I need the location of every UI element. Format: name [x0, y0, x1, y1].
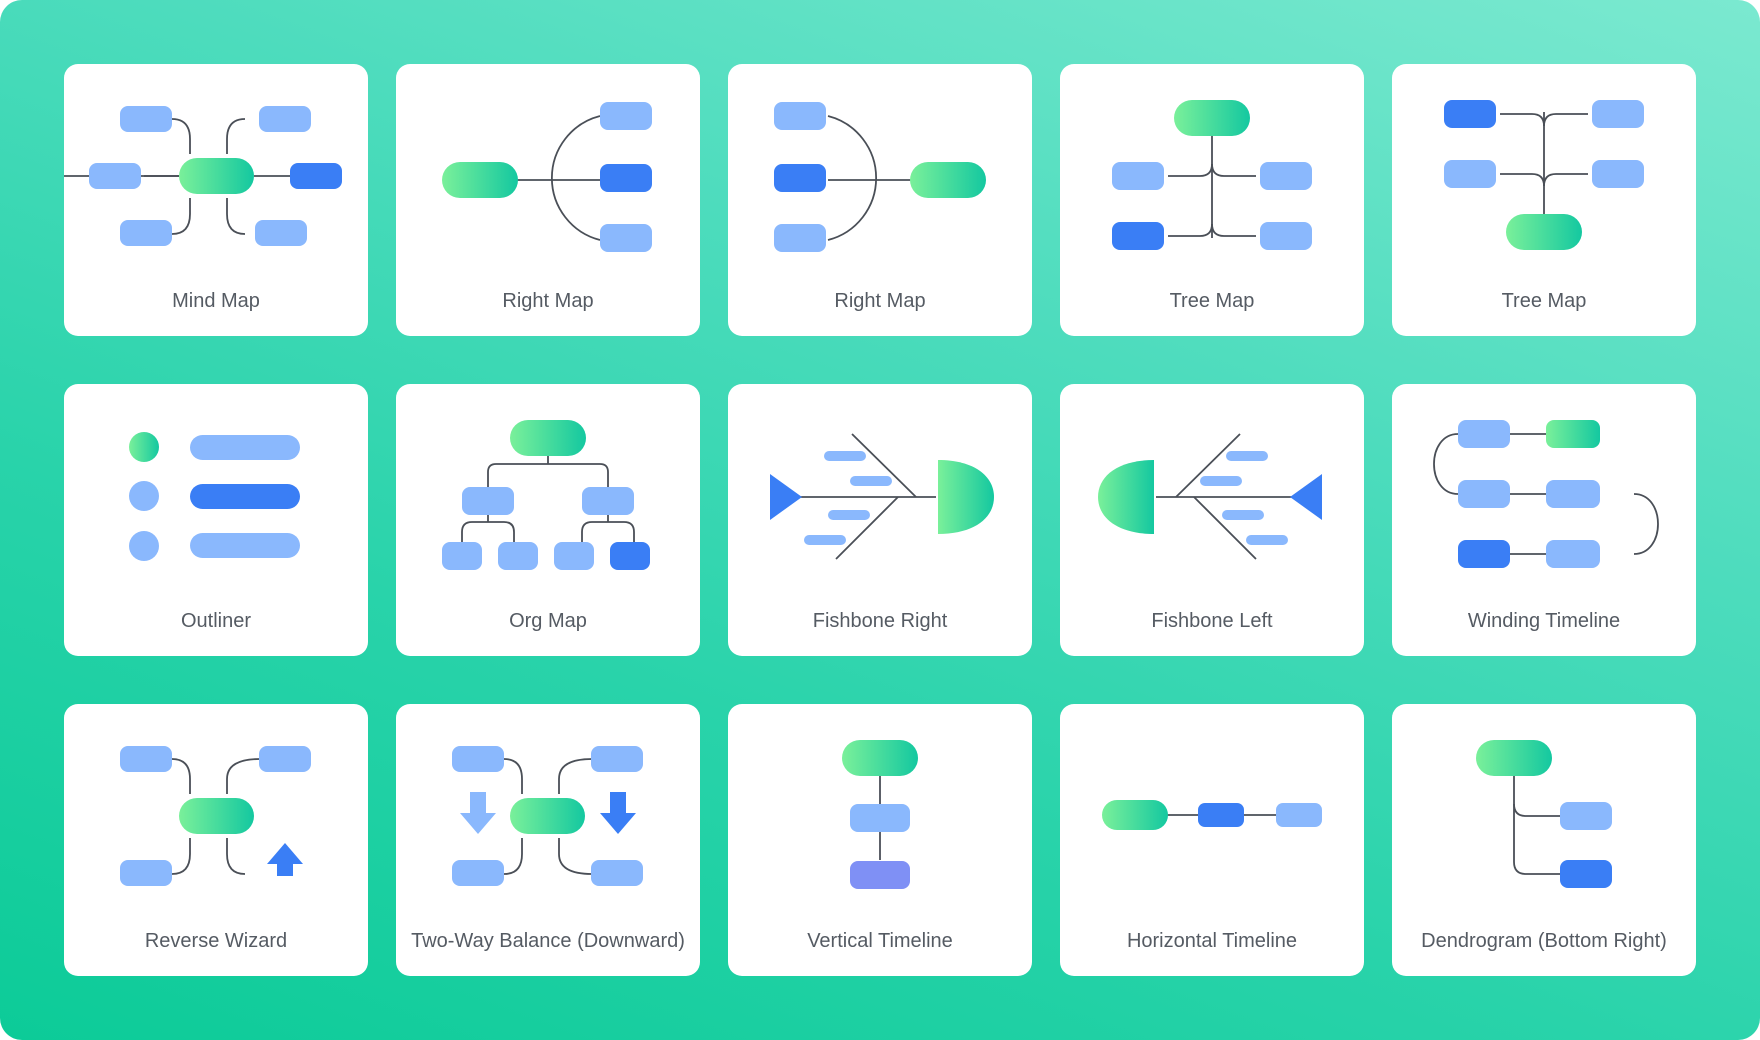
template-label: Mind Map — [172, 290, 260, 312]
two-way-balance-icon — [452, 746, 643, 886]
right-map-icon — [442, 102, 652, 252]
template-label: Fishbone Right — [812, 610, 948, 632]
template-card-right-map-2[interactable]: Right Map — [728, 64, 1032, 336]
tree-map-down-icon — [1112, 100, 1312, 250]
vertical-timeline-icon — [842, 740, 918, 889]
template-label: Tree Map — [1501, 290, 1587, 312]
template-label: Fishbone Left — [1151, 610, 1273, 632]
left-map-icon — [774, 102, 986, 252]
template-label: Two-Way Balance (Downward) — [411, 930, 685, 952]
template-card-dendrogram[interactable]: Dendrogram (Bottom Right) — [1392, 704, 1696, 976]
template-card-mind-map[interactable]: Mind Map — [64, 64, 368, 336]
outliner-icon — [129, 432, 300, 561]
template-card-tree-map[interactable]: Tree Map — [1060, 64, 1364, 336]
template-card-fishbone-left[interactable]: Fishbone Left — [1060, 384, 1364, 656]
template-label: Winding Timeline — [1467, 610, 1621, 632]
fishbone-right-icon — [770, 433, 994, 560]
tree-map-up-icon — [1444, 100, 1644, 250]
template-label: Outliner — [180, 610, 252, 632]
template-card-winding-timeline[interactable]: Winding Timeline — [1392, 384, 1696, 656]
reverse-wizard-icon — [120, 746, 311, 886]
template-card-vertical-timeline[interactable]: Vertical Timeline — [728, 704, 1032, 976]
org-map-icon — [442, 420, 650, 570]
template-label: Dendrogram (Bottom Right) — [1421, 930, 1667, 952]
template-label: Horizontal Timeline — [1126, 930, 1298, 952]
fishbone-left-icon — [1098, 433, 1322, 560]
template-label: Reverse Wizard — [144, 930, 288, 952]
template-card-org-map[interactable]: Org Map — [396, 384, 700, 656]
template-label: Tree Map — [1169, 290, 1255, 312]
template-card-tree-map-2[interactable]: Tree Map — [1392, 64, 1696, 336]
horizontal-timeline-icon — [1102, 800, 1322, 830]
dendrogram-icon — [1476, 740, 1612, 888]
template-label: Right Map — [502, 290, 594, 312]
template-card-two-way-balance[interactable]: Two-Way Balance (Downward) — [396, 704, 700, 976]
template-card-outliner[interactable]: Outliner — [64, 384, 368, 656]
template-label: Vertical Timeline — [807, 930, 953, 952]
mind-map-icon — [64, 106, 342, 246]
template-label: Right Map — [834, 290, 926, 312]
winding-timeline-icon — [1433, 420, 1659, 568]
template-card-right-map[interactable]: Right Map — [396, 64, 700, 336]
template-card-horizontal-timeline[interactable]: Horizontal Timeline — [1060, 704, 1364, 976]
template-card-reverse-wizard[interactable]: Reverse Wizard — [64, 704, 368, 976]
template-card-fishbone-right[interactable]: Fishbone Right — [728, 384, 1032, 656]
template-label: Org Map — [509, 610, 587, 632]
